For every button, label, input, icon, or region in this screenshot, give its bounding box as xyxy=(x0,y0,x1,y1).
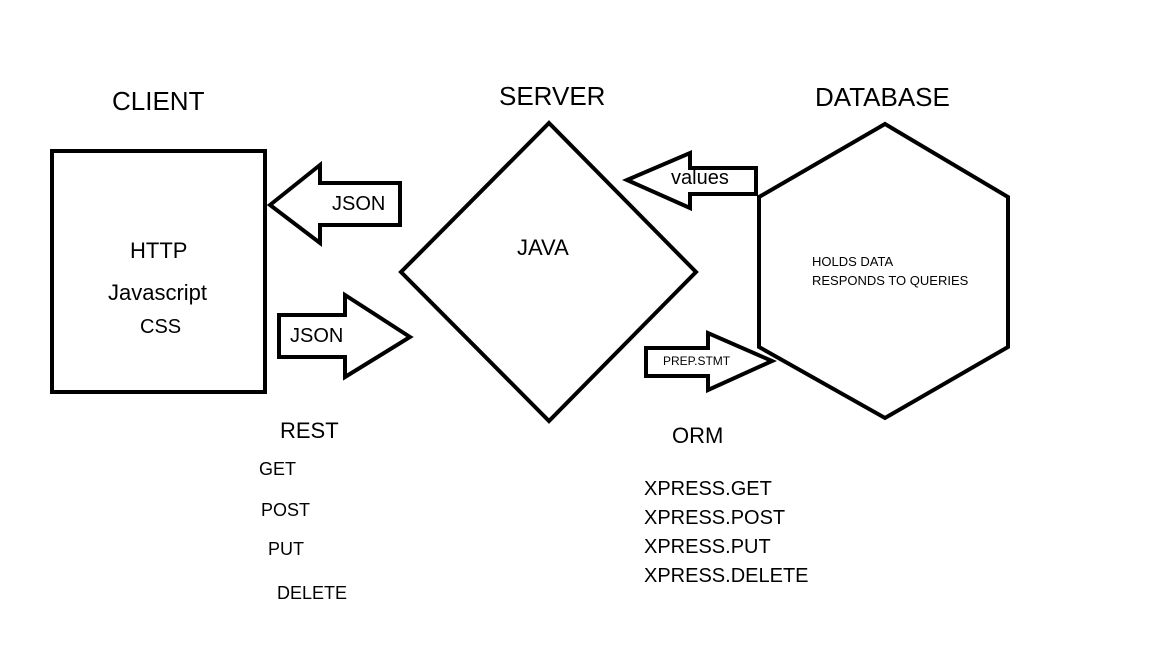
rest-method-post: POST xyxy=(261,500,311,520)
client-item-css: CSS xyxy=(140,316,182,338)
json-arrow-left-label: JSON xyxy=(332,193,386,215)
orm-method-post: XPRESS.POST xyxy=(644,507,786,529)
orm-method-get: XPRESS.GET xyxy=(644,478,772,500)
client-box xyxy=(50,149,267,394)
orm-method-delete: XPRESS.DELETE xyxy=(644,565,809,587)
json-arrow-left xyxy=(266,160,402,248)
client-item-http: HTTP xyxy=(130,238,188,263)
client-title: CLIENT xyxy=(112,86,205,116)
server-title: SERVER xyxy=(499,81,606,111)
values-arrow-label: values xyxy=(671,167,729,189)
orm-method-put: XPRESS.PUT xyxy=(644,536,771,558)
json-arrow-right xyxy=(277,291,414,381)
rest-method-get: GET xyxy=(259,459,297,479)
database-line-responds: RESPONDS TO QUERIES xyxy=(812,273,969,288)
rest-method-put: PUT xyxy=(268,539,304,559)
rest-method-delete: DELETE xyxy=(277,583,348,603)
values-arrow-left xyxy=(622,149,758,212)
orm-title: ORM xyxy=(672,423,724,448)
prep-stmt-arrow-right xyxy=(644,329,777,394)
json-arrow-right-label: JSON xyxy=(290,325,344,347)
server-label-java: JAVA xyxy=(517,235,569,260)
rest-title: REST xyxy=(280,418,339,443)
database-title: DATABASE xyxy=(815,82,950,112)
client-item-javascript: Javascript xyxy=(108,280,208,305)
prep-stmt-arrow-label: PREP.STMT xyxy=(663,354,731,368)
database-hexagon xyxy=(757,121,1010,421)
server-diamond xyxy=(398,120,699,424)
database-line-holds-data: HOLDS DATA xyxy=(812,254,894,269)
